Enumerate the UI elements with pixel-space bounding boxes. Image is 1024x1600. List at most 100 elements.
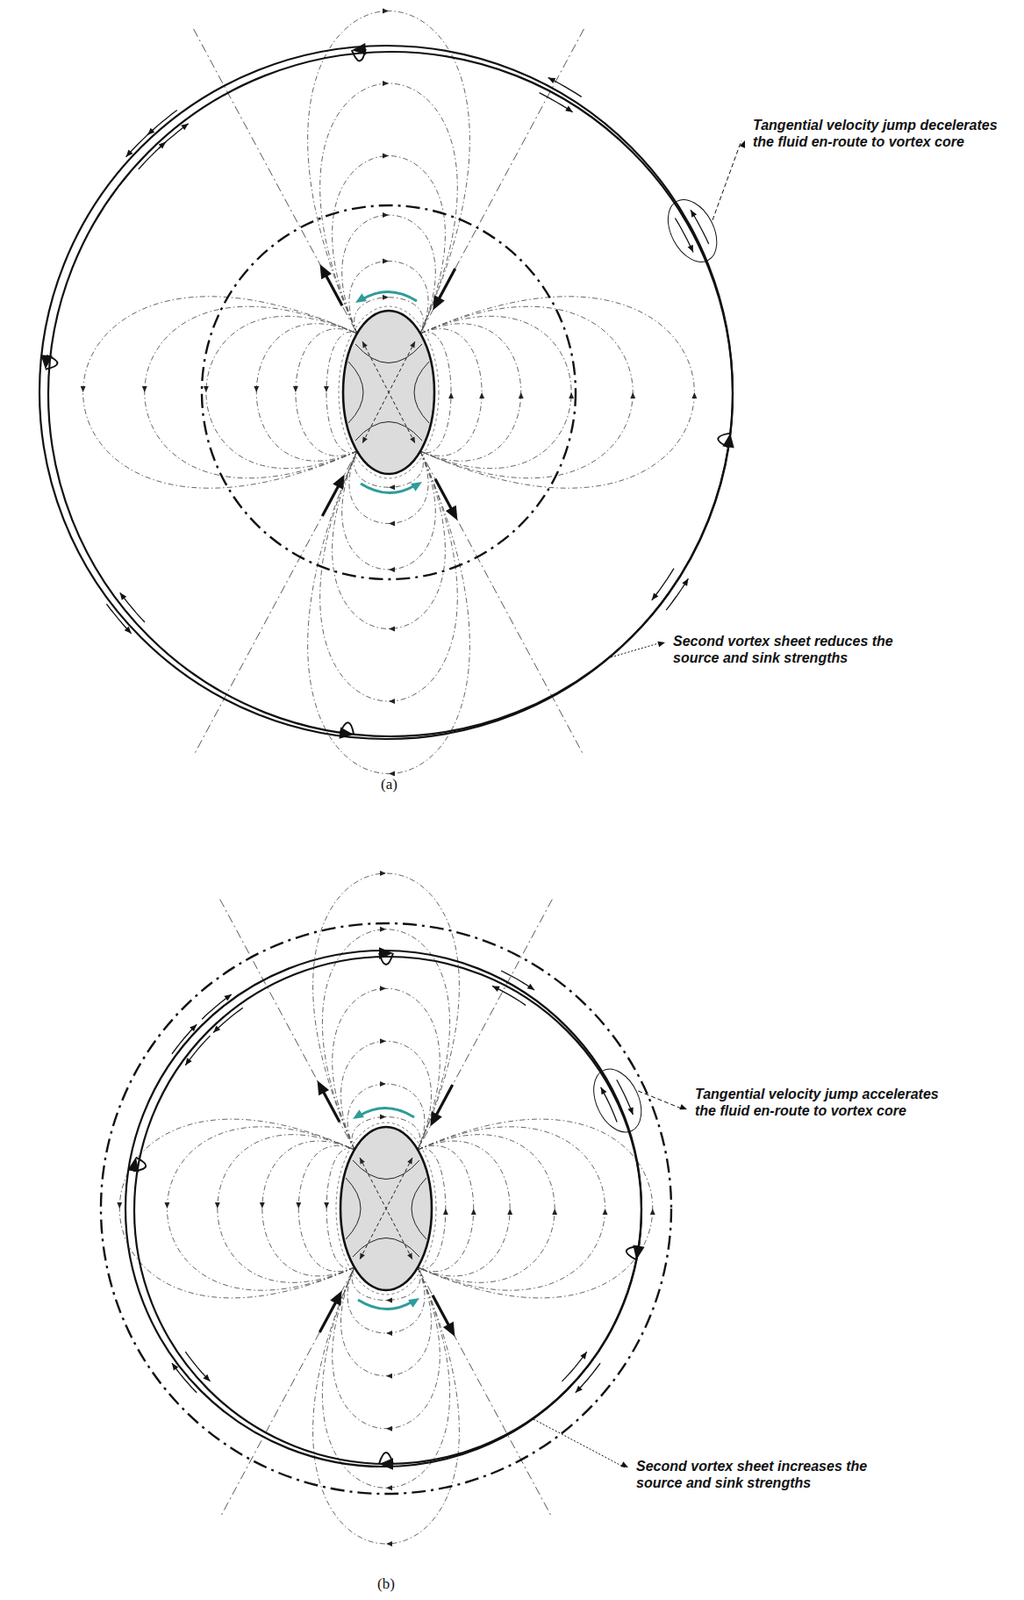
field-line bbox=[144, 306, 358, 479]
field-arrow bbox=[386, 1373, 393, 1379]
inner-arrowhead bbox=[359, 1252, 366, 1260]
field-arrow bbox=[382, 80, 389, 86]
callout-note: Tangential velocity jump accelerates the… bbox=[693, 1084, 960, 1120]
inner-arrowhead bbox=[407, 1157, 413, 1165]
field-line bbox=[313, 873, 460, 1150]
field-arrow bbox=[518, 392, 524, 399]
field-arrow bbox=[568, 392, 574, 399]
velocity-arrowhead bbox=[158, 142, 166, 150]
leader-line bbox=[712, 140, 742, 221]
vortex-arrow bbox=[379, 1457, 394, 1469]
velocity-arrowhead bbox=[527, 983, 536, 990]
velocity-arrow bbox=[171, 1024, 197, 1054]
velocity-arrow bbox=[201, 994, 232, 1019]
field-arrow bbox=[293, 386, 299, 393]
field-arrow bbox=[388, 521, 395, 527]
field-line bbox=[307, 11, 471, 335]
velocity-arrow bbox=[616, 1079, 634, 1115]
field-line bbox=[417, 1118, 653, 1298]
callout-oval bbox=[658, 191, 727, 271]
panel-figure bbox=[100, 870, 672, 1547]
field-arrow bbox=[259, 1202, 265, 1209]
field-arrow bbox=[379, 926, 387, 932]
vortex-arrow bbox=[722, 433, 734, 449]
field-line bbox=[322, 929, 450, 1150]
dash-dot-circle bbox=[100, 923, 672, 1494]
leader-arrowhead bbox=[657, 641, 666, 647]
rotation-arrow bbox=[362, 291, 417, 301]
velocity-arrow bbox=[213, 1007, 244, 1032]
source-sink-arrowhead bbox=[329, 1290, 342, 1306]
vortex-sheet bbox=[125, 950, 642, 1467]
velocity-arrow bbox=[501, 970, 535, 990]
field-arrow bbox=[388, 484, 395, 490]
field-arrow bbox=[386, 1484, 393, 1490]
source-sink-arrowhead bbox=[317, 1080, 330, 1096]
source-sink-arrowhead bbox=[432, 294, 444, 310]
inner-streamline bbox=[352, 1238, 420, 1258]
field-arrow bbox=[448, 392, 454, 399]
field-line bbox=[322, 1267, 450, 1488]
inner-arrowhead bbox=[409, 341, 416, 349]
inner-streamline bbox=[411, 1177, 427, 1239]
velocity-arrowhead bbox=[185, 1057, 192, 1065]
field-line bbox=[420, 306, 633, 479]
velocity-arrowhead bbox=[126, 150, 134, 158]
velocity-arrow bbox=[651, 568, 674, 601]
vortex-arrow bbox=[127, 1157, 139, 1173]
field-arrow bbox=[382, 294, 389, 301]
inner-axis bbox=[362, 341, 416, 444]
panel-caption: (a) bbox=[377, 775, 402, 794]
vortex-arrow bbox=[632, 1244, 645, 1260]
velocity-arrowhead bbox=[180, 123, 188, 130]
field-line bbox=[332, 1267, 441, 1429]
field-line bbox=[166, 1126, 355, 1290]
body-ellipse bbox=[340, 1126, 432, 1290]
velocity-arrow bbox=[562, 1351, 588, 1382]
field-arrow bbox=[379, 1038, 387, 1044]
velocity-arrowhead bbox=[687, 244, 694, 253]
field-line bbox=[332, 156, 446, 335]
field-arrow bbox=[386, 1425, 393, 1432]
velocity-arrowhead bbox=[580, 1351, 587, 1359]
velocity-arrow bbox=[492, 985, 526, 1005]
rotation-arrowhead bbox=[408, 1297, 420, 1308]
rotation-arrowhead bbox=[355, 293, 367, 303]
velocity-arrow bbox=[575, 1362, 601, 1393]
velocity-arrow bbox=[548, 77, 582, 97]
inner-arrowhead bbox=[407, 1252, 413, 1260]
field-arrow bbox=[479, 392, 485, 399]
velocity-arrowhead bbox=[171, 1362, 179, 1370]
field-line bbox=[217, 1134, 355, 1283]
dash-dot-circle bbox=[201, 205, 576, 580]
field-arrow bbox=[650, 1208, 656, 1215]
leader-line bbox=[533, 1418, 625, 1468]
velocity-arrow bbox=[138, 142, 166, 170]
velocity-arrowhead bbox=[223, 994, 231, 1001]
rotation-arrow bbox=[358, 1299, 413, 1310]
body-outline bbox=[336, 1122, 437, 1295]
field-line bbox=[332, 451, 446, 630]
velocity-arrowhead bbox=[681, 578, 688, 587]
field-line bbox=[417, 1134, 555, 1283]
velocity-arrow bbox=[126, 129, 154, 158]
inner-arrowhead bbox=[359, 1157, 366, 1165]
inner-axis bbox=[359, 1157, 413, 1260]
field-line bbox=[313, 1267, 460, 1544]
vortex-arrow bbox=[338, 726, 354, 738]
field-arrow bbox=[379, 870, 387, 876]
velocity-arrow bbox=[106, 603, 131, 634]
field-arrow bbox=[386, 1330, 393, 1336]
panel-caption: (b) bbox=[373, 1575, 399, 1593]
inner-axis bbox=[362, 341, 416, 444]
field-arrow bbox=[382, 258, 389, 265]
vortex-arrow bbox=[379, 946, 394, 959]
rotation-arrowhead bbox=[410, 481, 423, 492]
body-outline bbox=[338, 306, 439, 479]
velocity-arrowhead bbox=[124, 626, 132, 634]
field-line bbox=[119, 1118, 355, 1298]
source-sink-arrowhead bbox=[320, 264, 332, 280]
body-ellipse bbox=[343, 310, 435, 474]
rotation-arrowhead bbox=[352, 1109, 365, 1119]
field-line bbox=[420, 296, 695, 488]
